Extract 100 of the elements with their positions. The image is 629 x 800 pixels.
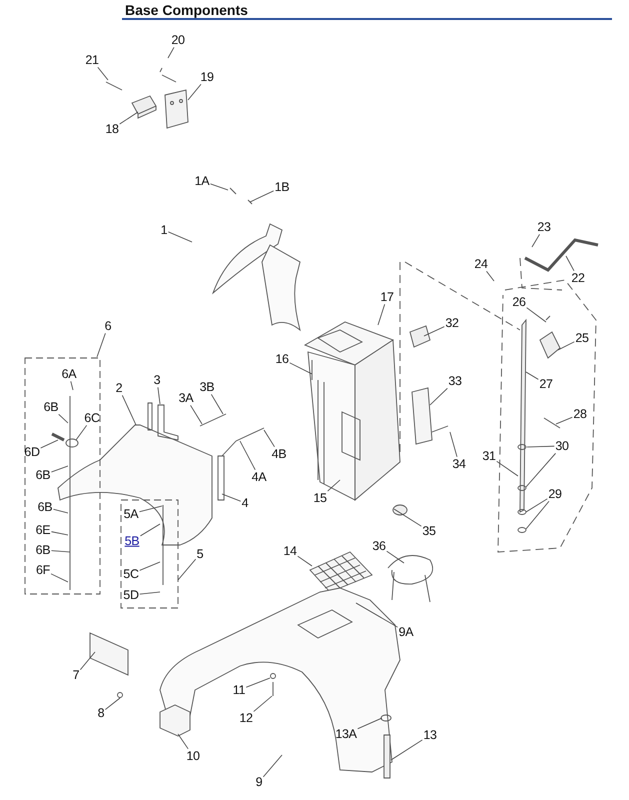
leader-line (556, 416, 573, 424)
callout-number: 25 (575, 332, 589, 344)
callout-number: 24 (474, 258, 488, 270)
callout-number: 3A (178, 392, 194, 404)
leader-line (327, 480, 340, 492)
callout-number: 5C (123, 568, 139, 580)
callout-number: 3B (200, 380, 214, 394)
leader-line (297, 556, 312, 566)
leader-line (40, 440, 58, 448)
callout-number: 1 (160, 224, 168, 236)
callout-link: 5B (124, 534, 140, 548)
callout-number: 5D (123, 588, 139, 602)
callout-number: 31 (482, 450, 496, 462)
callout-number: 34 (452, 458, 466, 470)
callout-number: 13 (423, 728, 437, 742)
leader-line (250, 190, 274, 202)
callout-number: 13A (335, 728, 357, 740)
leader-line (58, 414, 68, 424)
leader-line (210, 184, 228, 190)
leader-line (190, 404, 202, 424)
callout-number: 16 (275, 352, 289, 366)
leader-line (566, 256, 574, 272)
callout-number: 2 (116, 382, 122, 394)
leader-line (50, 573, 68, 582)
leader-line (450, 432, 458, 458)
leader-line (168, 232, 192, 242)
leader-line (262, 754, 282, 778)
callout-number: 6A (62, 368, 76, 380)
callout-number: 36 (372, 540, 386, 552)
leader-line (356, 602, 398, 628)
leader-line (139, 592, 160, 594)
callout-number: 17 (380, 290, 394, 304)
callout-number: 4B (272, 448, 286, 460)
callout-number: 22 (571, 272, 585, 284)
leader-line (424, 326, 445, 336)
callout-number: 6F (36, 564, 50, 576)
leader-line (96, 332, 106, 358)
leader-line (188, 84, 202, 100)
callout-number: 6 (104, 320, 112, 332)
callout-number: 6B (36, 544, 50, 556)
page-title: Base Components (125, 2, 248, 18)
leader-line (122, 394, 136, 426)
callout-number: 18 (105, 122, 119, 136)
callout-number: 20 (171, 34, 185, 46)
leader-line (246, 678, 270, 688)
callout-number: 19 (200, 70, 214, 84)
leader-line (526, 446, 555, 448)
leader-line (139, 506, 162, 512)
callout-number: 1B (274, 180, 290, 194)
leader-line (558, 341, 575, 350)
callout-number: 5 (196, 548, 204, 560)
callout-number: 28 (573, 408, 587, 420)
leader-line (80, 652, 96, 670)
callout-number: 6B (36, 468, 50, 482)
leader-line (51, 550, 70, 552)
callout-number: 21 (85, 54, 99, 66)
callout-number: 9 (256, 776, 262, 788)
leader-line (526, 500, 550, 530)
callout-number: 6B (44, 400, 58, 414)
callout-number: 1A (194, 174, 210, 188)
leader-line (178, 734, 188, 750)
leader-line (526, 452, 556, 488)
callout-number: 26 (512, 296, 526, 308)
leader-line (240, 440, 256, 470)
callout-number: 30 (555, 440, 569, 452)
leader-line (378, 304, 386, 326)
leader-line (51, 531, 68, 536)
leader-line (253, 696, 272, 712)
callout-number: 3 (154, 374, 160, 386)
callout-number: 32 (445, 316, 459, 330)
leader-line (394, 508, 422, 527)
leader-line (178, 558, 196, 580)
leader-line (532, 234, 540, 248)
leader-line (390, 740, 423, 760)
leader-line (496, 460, 518, 476)
leader-line (486, 270, 494, 282)
callout-number: 7 (72, 668, 80, 682)
callout-number: 11 (232, 684, 246, 696)
callout-number: 6D (24, 446, 40, 458)
leader-line (158, 386, 160, 404)
callout-number: 27 (539, 378, 553, 390)
callout-number: 6E (36, 524, 50, 536)
leader-line (139, 562, 160, 571)
callout-number: 14 (283, 544, 297, 558)
callout-number: 4 (242, 496, 248, 510)
callout-number: 9A (398, 626, 414, 638)
callout-number: 6C (84, 412, 100, 424)
callout-number: 23 (537, 220, 551, 234)
callout-number: 35 (422, 524, 436, 538)
callout-number: 33 (448, 374, 462, 388)
callout-number: 4A (252, 470, 266, 484)
leader-line (222, 494, 242, 502)
callout-number: 5A (124, 508, 138, 520)
callout-number: 6B (38, 500, 52, 514)
leader-line (104, 698, 120, 710)
callout-number: 8 (98, 706, 104, 720)
leader-line (140, 524, 160, 536)
leader-line (168, 46, 174, 58)
callout-number: 29 (548, 488, 562, 500)
leader-line (289, 362, 312, 374)
